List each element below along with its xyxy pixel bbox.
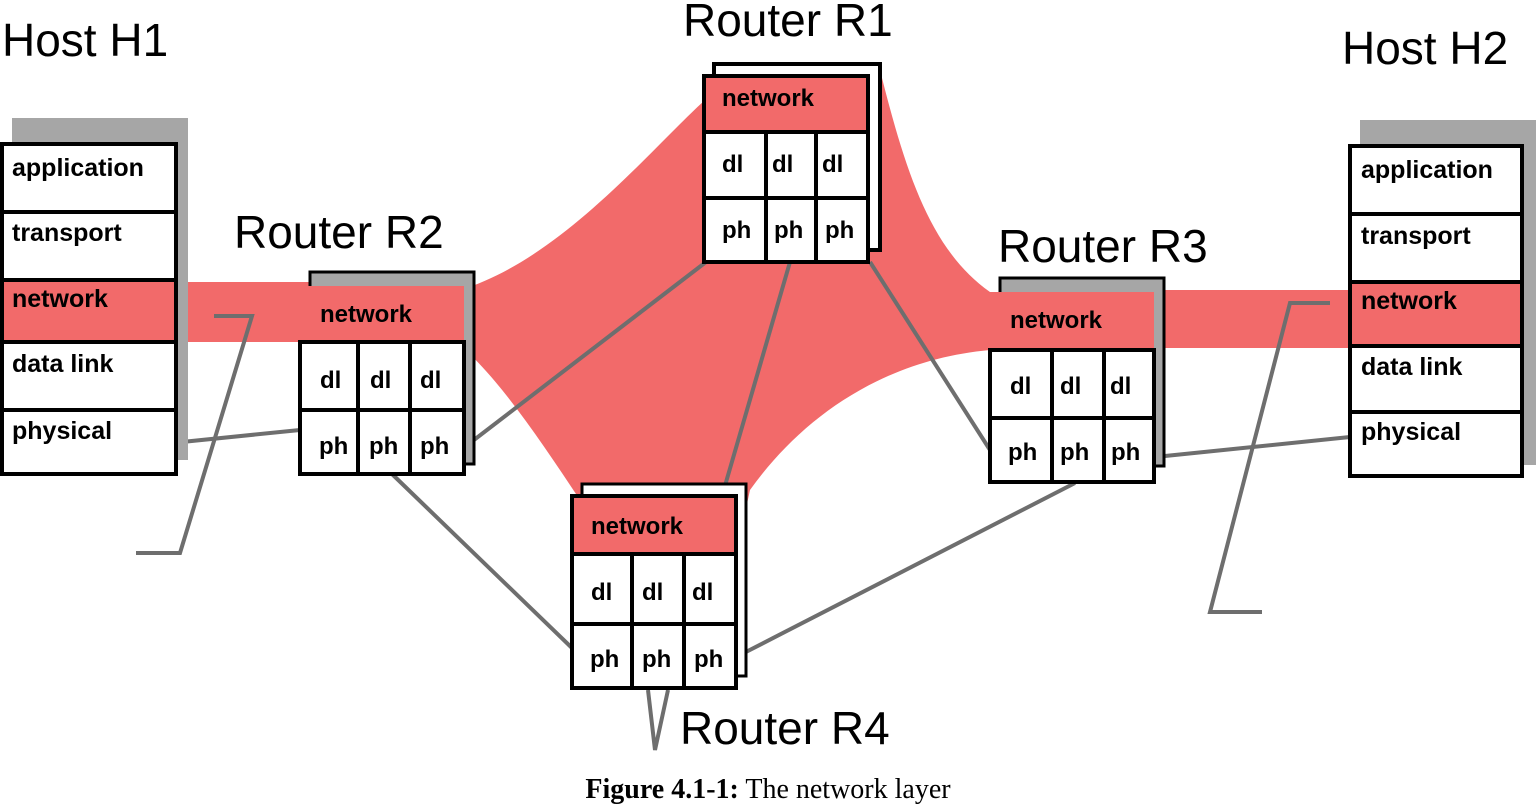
router-r3-label: Router R3 [998,220,1208,272]
router-r3-network-label: network [1010,307,1103,334]
host-h2: Host H2 application transport network da… [1342,22,1536,478]
router-r1-dl-1: dl [722,151,743,178]
link-r1-r3 [868,260,992,452]
router-r3-dl-3: dl [1110,373,1131,400]
router-r3-network [990,292,1154,350]
router-r1: Router R1 network dl dl dl ph ph ph [683,0,893,264]
router-r1-ph-1: ph [722,217,751,244]
link-r2-r4 [390,472,574,650]
router-r3-ph-3: ph [1111,439,1140,466]
link-r3-r4 [739,481,1076,657]
router-r1-dl-3: dl [822,151,843,178]
router-r4-dl-2: dl [642,579,663,606]
host-h1-physical [0,408,178,476]
router-r3-dl-1: dl [1010,373,1031,400]
router-r4-dl-1: dl [591,579,612,606]
router-r4-ph-1: ph [590,646,619,673]
router-r1-network-label: network [722,85,815,112]
host-h2-layer-physical: physical [1361,418,1461,446]
host-h2-layer-data-link: data link [1361,353,1463,381]
host-h1-layer-transport: transport [12,219,122,247]
router-r4-network [572,496,736,554]
host-h1-label: Host H1 [2,14,168,66]
router-r4: Router R4 network dl dl dl ph ph ph [570,482,890,754]
host-h1-layer-physical: physical [12,417,112,445]
link-h1-pointer [136,314,255,555]
link-r3-h2 [1164,435,1351,458]
host-h2-network [1348,280,1524,348]
router-r2-network-label: network [320,301,413,328]
router-r2-ph-1: ph [319,433,348,460]
router-r2-dl-1: dl [320,367,341,394]
host-h1-layer-application: application [12,154,144,182]
host-h2-application [1348,144,1524,216]
router-r2-label: Router R2 [234,206,444,258]
host-h2-physical [1348,410,1524,478]
host-h1-application [0,142,178,214]
router-r4-label-pointer [646,689,670,751]
router-r2-dl-2: dl [370,367,391,394]
host-h2-data-link [1348,344,1524,414]
router-r4-lower [570,552,738,690]
router-r3-ph-1: ph [1008,439,1037,466]
link-lines [136,260,1351,751]
host-h2-layer-network: network [1361,287,1457,315]
band-h1-r2 [180,282,310,342]
link-r2-r1 [468,260,708,445]
router-r3: Router R3 network dl dl dl ph ph ph [988,220,1208,484]
router-r4-ph-3: ph [694,646,723,673]
router-r1-ph-2: ph [774,217,803,244]
link-h1-r2 [171,428,301,445]
link-h2-pointer [1207,301,1330,614]
band-r3-h2 [1160,290,1355,348]
router-r2-ph-3: ph [420,433,449,460]
host-h2-label: Host H2 [1342,22,1508,74]
router-r4-ph-2: ph [642,646,671,673]
router-r1-ph-3: ph [825,217,854,244]
router-r3-dl-2: dl [1060,373,1081,400]
figure-caption-text: The network layer [738,774,951,805]
host-h1-layer-data-link: data link [12,350,114,378]
figure-caption-label: Figure 4.1-1: [585,774,739,805]
router-r1-dl-2: dl [772,151,793,178]
router-r4-network-label: network [591,513,684,540]
router-r4-dl-3: dl [692,579,713,606]
router-r2-ph-2: ph [369,433,398,460]
figure-caption: Figure 4.1-1: The network layer [0,774,1536,806]
router-r2-network [300,286,464,342]
host-h1-data-link [0,340,178,412]
router-r1-label: Router R1 [683,0,893,46]
router-r4-label: Router R4 [680,702,890,754]
link-r1-r4 [720,261,792,497]
host-h2-layer-application: application [1361,156,1493,184]
router-r3-ph-2: ph [1060,439,1089,466]
host-h2-layer-transport: transport [1361,222,1471,250]
host-h1-layer-network: network [12,285,108,313]
router-r2: Router R2 network dl dl dl ph ph ph [234,206,476,476]
router-r2-dl-3: dl [420,367,441,394]
host-h1: Host H1 application transport network da… [0,14,188,476]
host-h1-transport [0,210,178,282]
